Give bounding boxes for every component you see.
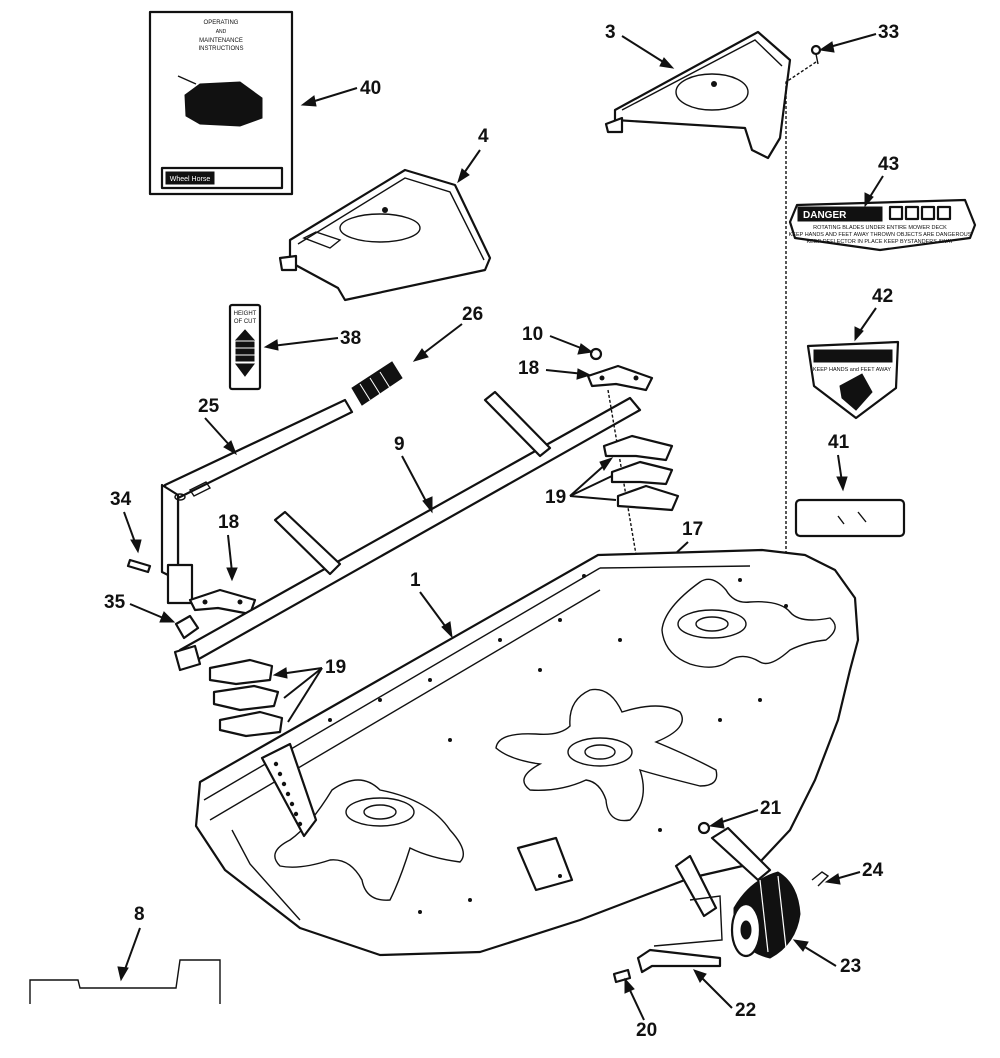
callout-18-left: 18 — [218, 512, 239, 533]
callout-3: 3 — [605, 22, 616, 43]
danger-decal: DANGER ROTATING BLADES UNDER ENTIRE MOWE… — [789, 198, 977, 252]
deck-cover-4 — [278, 168, 492, 302]
mower-deck-1 — [194, 548, 860, 957]
callout-4: 4 — [478, 126, 489, 147]
danger-line1: ROTATING BLADES UNDER ENTIRE MOWER DECK — [813, 225, 947, 231]
height-of-cut-decal: HEIGHT OF CUT — [228, 303, 262, 391]
decal-41 — [794, 498, 906, 538]
manual-line3: MAINTENANCE — [199, 38, 243, 44]
callout-23: 23 — [840, 956, 861, 977]
callout-9: 9 — [394, 434, 405, 455]
callout-26: 26 — [462, 304, 483, 325]
hand-pictogram — [839, 373, 873, 411]
callout-24: 24 — [862, 860, 884, 881]
danger-line2: KEEP HANDS AND FEET AWAY THROWN OBJECTS … — [789, 232, 972, 238]
callout-41: 41 — [828, 432, 850, 453]
spacers-19-left — [208, 658, 284, 738]
bolt-33 — [810, 44, 822, 65]
cotter-pin-24 — [811, 871, 830, 887]
deck-cover-3 — [604, 30, 792, 160]
callout-42: 42 — [872, 286, 893, 307]
callout-21: 21 — [760, 798, 782, 819]
callout-33: 33 — [878, 22, 899, 43]
callout-35: 35 — [104, 592, 126, 613]
pin-34 — [126, 558, 152, 574]
warning-decal: KEEP HANDS and FEET AWAY — [806, 340, 900, 420]
manual-brand: Wheel Horse — [170, 176, 211, 183]
callout-10: 10 — [522, 324, 543, 345]
clamp-18-left — [188, 588, 257, 616]
nut-21 — [697, 821, 711, 835]
tractor-illustration — [184, 81, 263, 127]
nut-10 — [589, 347, 603, 361]
callout-40: 40 — [360, 78, 381, 99]
danger-line3: KEEP DEFLECTOR IN PLACE KEEP BYSTANDERS … — [806, 239, 953, 245]
manual-line2: AND — [216, 29, 227, 35]
roller-brackets — [653, 826, 772, 947]
deflector-8 — [29, 959, 221, 1004]
height-line2: OF CUT — [234, 319, 257, 325]
clamp-18-right — [586, 364, 654, 392]
danger-header: DANGER — [803, 210, 847, 221]
callout-1: 1 — [410, 570, 421, 591]
bracket-35 — [174, 614, 200, 640]
height-line1: HEIGHT — [234, 311, 257, 317]
callout-19-right: 19 — [545, 487, 566, 508]
callout-20: 20 — [636, 1020, 657, 1041]
operating-manual: OPERATING AND MAINTENANCE INSTRUCTIONS W… — [148, 10, 294, 196]
roller-23 — [730, 871, 801, 959]
callout-43: 43 — [878, 154, 899, 175]
lift-rod-9 — [173, 390, 642, 672]
lift-handle-25 — [160, 398, 354, 605]
callout-18-right: 18 — [518, 358, 539, 379]
spacers-19-right — [602, 434, 680, 512]
warning-line1: KEEP HANDS and FEET AWAY — [813, 367, 891, 373]
manual-line4: INSTRUCTIONS — [199, 46, 244, 52]
axle-22 — [636, 948, 722, 974]
callout-19-left: 19 — [325, 657, 346, 678]
callout-25: 25 — [198, 396, 220, 417]
callout-22: 22 — [735, 1000, 756, 1021]
callout-34: 34 — [110, 489, 132, 510]
callout-8: 8 — [134, 904, 145, 925]
manual-line1: OPERATING — [204, 20, 239, 26]
callout-17: 17 — [682, 519, 703, 540]
handle-grip-26 — [351, 361, 403, 406]
callout-38: 38 — [340, 328, 361, 349]
screw-20 — [612, 968, 632, 984]
